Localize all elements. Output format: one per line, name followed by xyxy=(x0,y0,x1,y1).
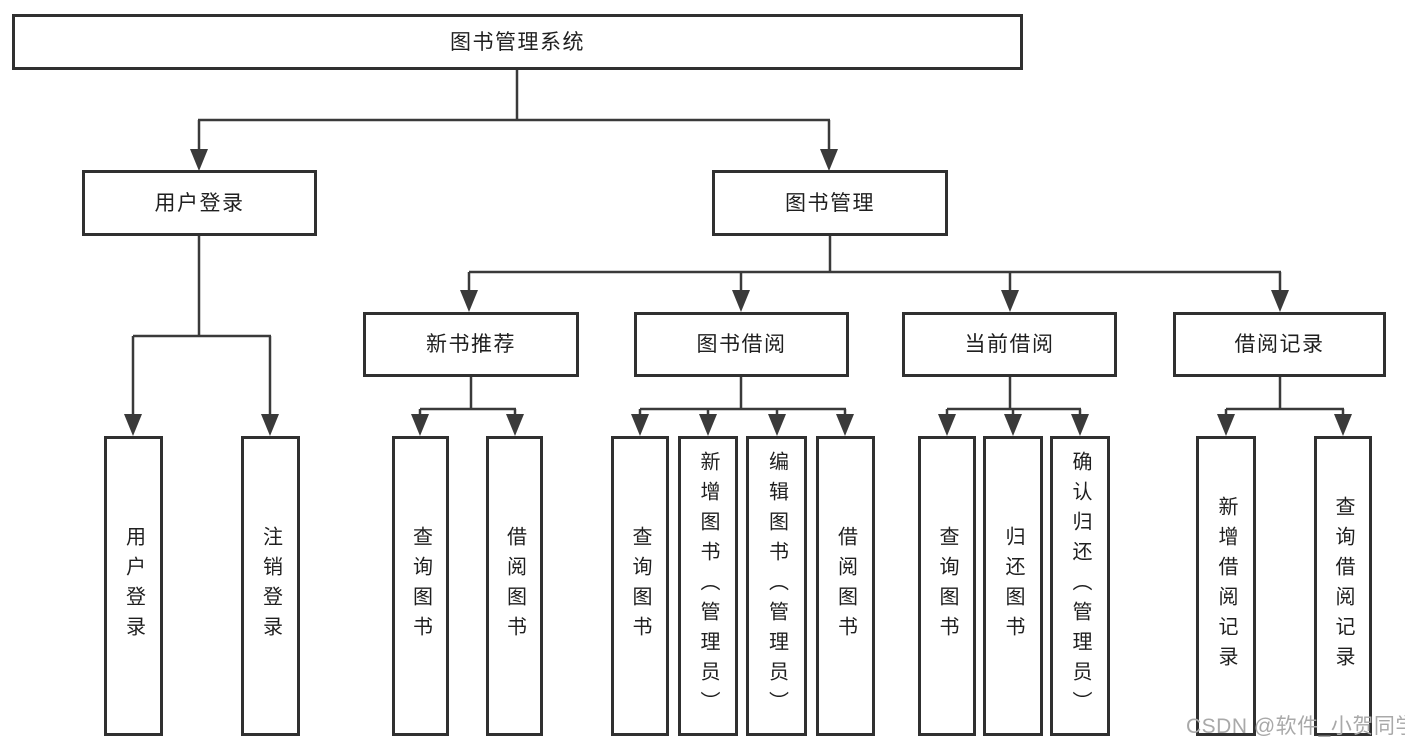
node-new-book-recommend-label: 新书推荐 xyxy=(426,333,516,356)
leaf-current-query-books: 查询图书 xyxy=(918,436,976,736)
leaf-borrow-query-books-label: 查询图书 xyxy=(629,526,651,646)
node-book-borrow: 图书借阅 xyxy=(634,312,849,377)
leaf-add-books-admin: 新增图书（管理员） xyxy=(678,436,738,736)
leaf-edit-books-admin: 编辑图书（管理员） xyxy=(746,436,807,736)
leaf-borrow-books-label: 借阅图书 xyxy=(834,526,857,646)
node-user-login: 用户登录 xyxy=(82,170,317,236)
leaf-query-borrow-record-label: 查询借阅记录 xyxy=(1332,496,1354,676)
leaf-borrow-books: 借阅图书 xyxy=(816,436,875,736)
leaf-logout-label: 注销登录 xyxy=(259,526,282,646)
leaf-return-books-label: 归还图书 xyxy=(1002,526,1024,646)
csdn-watermark: CSDN @软件_小贺同学 xyxy=(1186,715,1405,738)
leaf-return-books: 归还图书 xyxy=(983,436,1043,736)
leaf-confirm-return-admin: 确认归还（管理员） xyxy=(1050,436,1110,736)
node-book-borrow-label: 图书借阅 xyxy=(696,333,787,356)
leaf-add-books-admin-label: 新增图书（管理员） xyxy=(697,451,719,721)
leaf-borrow-query-books: 查询图书 xyxy=(611,436,669,736)
node-root: 图书管理系统 xyxy=(12,14,1023,70)
node-current-borrow: 当前借阅 xyxy=(902,312,1117,377)
node-borrow-records-label: 借阅记录 xyxy=(1234,333,1325,356)
leaf-edit-books-admin-label: 编辑图书（管理员） xyxy=(765,451,788,721)
leaf-recommend-query-books-label: 查询图书 xyxy=(409,526,432,646)
node-book-management: 图书管理 xyxy=(712,170,948,236)
leaf-recommend-borrow-books-label: 借阅图书 xyxy=(503,526,526,646)
leaf-recommend-query-books: 查询图书 xyxy=(392,436,449,736)
leaf-recommend-borrow-books: 借阅图书 xyxy=(486,436,543,736)
leaf-current-query-books-label: 查询图书 xyxy=(936,526,958,646)
node-current-borrow-label: 当前借阅 xyxy=(964,333,1055,356)
leaf-add-borrow-record-label: 新增借阅记录 xyxy=(1215,496,1237,676)
node-root-label: 图书管理系统 xyxy=(450,30,585,54)
node-user-login-label: 用户登录 xyxy=(154,191,245,215)
node-new-book-recommend: 新书推荐 xyxy=(363,312,579,377)
leaf-user-login: 用户登录 xyxy=(104,436,163,736)
leaf-user-login-label: 用户登录 xyxy=(122,526,145,646)
leaf-add-borrow-record: 新增借阅记录 xyxy=(1196,436,1256,736)
leaf-query-borrow-record: 查询借阅记录 xyxy=(1314,436,1372,736)
node-book-management-label: 图书管理 xyxy=(785,191,875,215)
leaf-logout: 注销登录 xyxy=(241,436,300,736)
node-borrow-records: 借阅记录 xyxy=(1173,312,1386,377)
leaf-confirm-return-admin-label: 确认归还（管理员） xyxy=(1069,451,1091,721)
